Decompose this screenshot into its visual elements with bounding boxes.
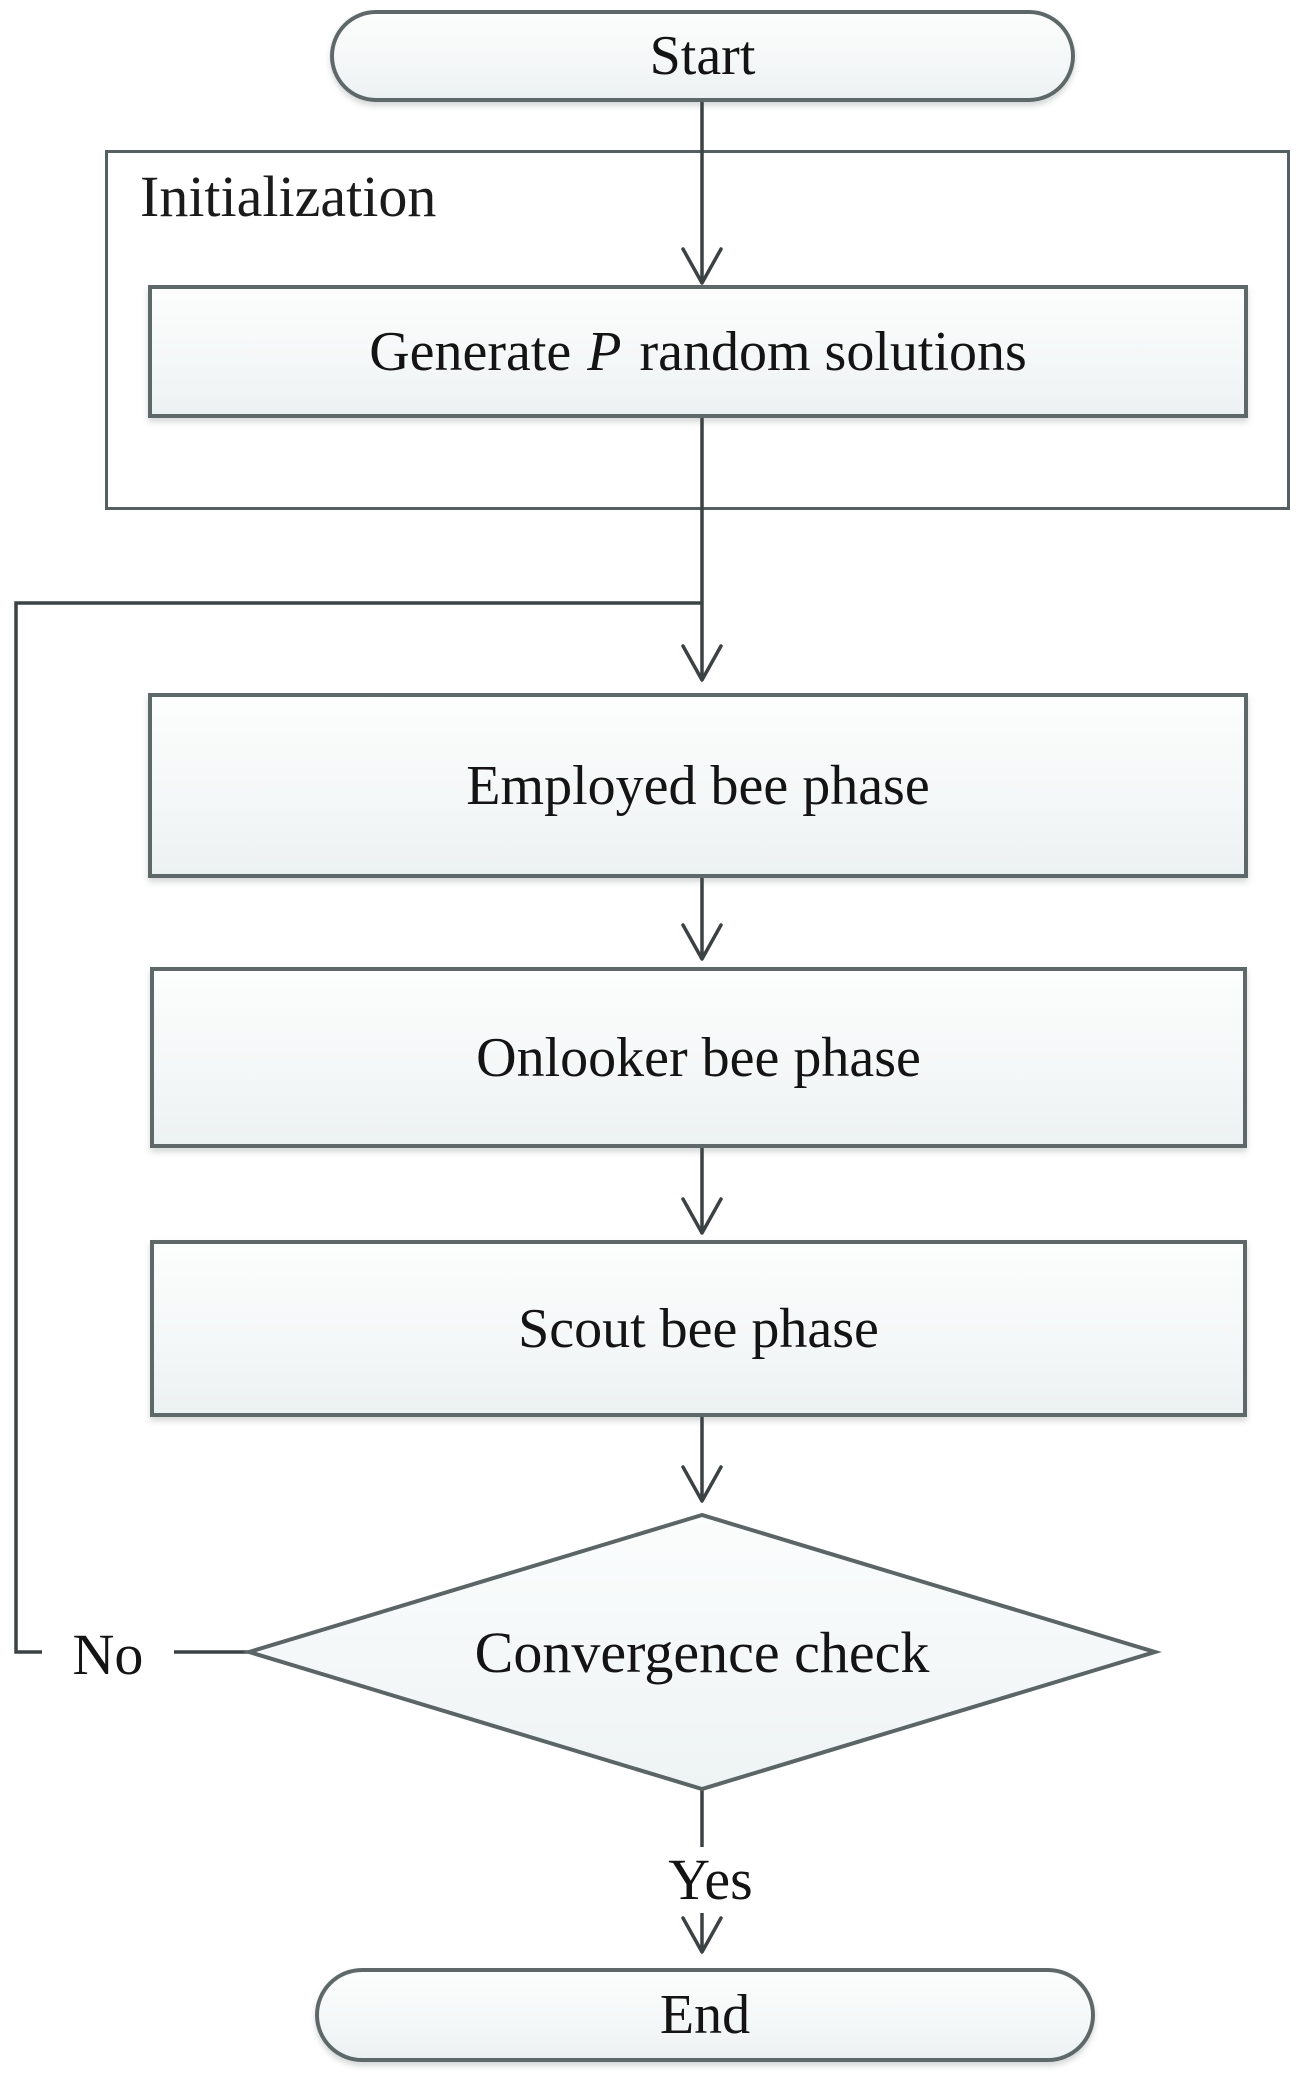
generate-label-prefix: Generate [369,320,586,383]
scout-bee-phase-label: Scout bee phase [518,1297,879,1360]
start-node: Start [330,10,1075,102]
convergence-diamond-shape [242,1512,1162,1792]
onlooker-bee-phase-node: Onlooker bee phase [150,967,1247,1148]
arrowhead-convergence [681,1465,723,1503]
arrowhead-onlooker [681,923,723,961]
end-node: End [315,1968,1095,2062]
convergence-check-label: Convergence check [474,1620,930,1685]
arrowhead-employed [681,644,723,682]
generate-label-variable: P [587,320,622,383]
scout-bee-phase-node: Scout bee phase [150,1240,1247,1417]
initialization-group-label: Initialization [140,164,437,229]
yes-edge-label: Yes [632,1847,789,1913]
generate-label-suffix: random solutions [625,320,1027,383]
start-label: Start [649,25,756,87]
arrowhead-end [681,1916,723,1954]
end-label: End [659,1984,751,2046]
employed-bee-phase-node: Employed bee phase [148,693,1248,878]
generate-label: Generate P random solutions [369,324,1027,380]
no-edge-label: No [42,1622,174,1688]
employed-bee-phase-label: Employed bee phase [466,754,930,817]
generate-node: Generate P random solutions [148,285,1248,418]
arrowhead-generate [681,247,723,285]
arrowhead-scout [681,1197,723,1235]
onlooker-bee-phase-label: Onlooker bee phase [476,1026,921,1089]
